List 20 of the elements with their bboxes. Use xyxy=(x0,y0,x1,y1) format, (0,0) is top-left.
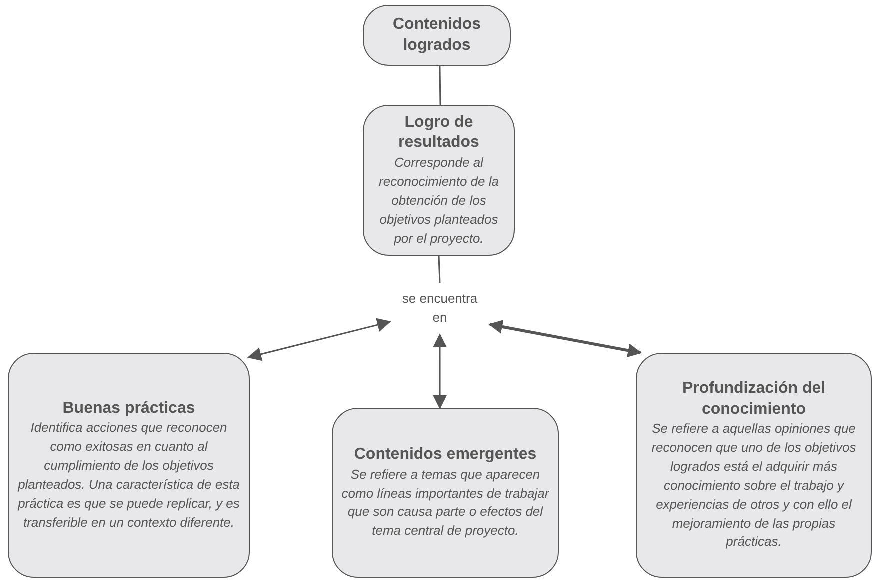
arrow xyxy=(247,318,392,362)
node-title: Profundización del conocimiento xyxy=(681,378,827,420)
rounded-box xyxy=(636,353,872,578)
connector-line xyxy=(439,66,442,106)
node-description: Se refiere a aquellas opiniones que reconocen que uno de los objetivos logrados está el adquirir más conocimiento sobre el trabajo y experiencias de otros y con ello el mejoramiento de las propias prácticas. xyxy=(650,420,858,552)
arrow xyxy=(433,334,448,410)
node-description: Se refiere a temas que aparecen como líneas importantes de trabajar que son causa parte o efectos del tema central de proyecto. xyxy=(341,466,550,540)
rounded-box xyxy=(332,408,559,578)
node-description: Identifica acciones que reconocen como exitosas en cuanto al cumplimiento de los objetivos planteados. Una característica de esta práctica es que se puede replicar, y es transferible en un contexto diferente. xyxy=(17,419,241,532)
linking-phrase: se encuentra en xyxy=(401,290,479,327)
arrow xyxy=(488,320,642,358)
node-title: Contenidos logrados xyxy=(392,14,482,56)
connector-line xyxy=(438,256,441,284)
node-description: Corresponde al reconocimiento de la obtención de los objetivos planteados por el proyecto. xyxy=(378,154,500,248)
rounded-box xyxy=(363,105,515,256)
node-title: Contenidos emergentes xyxy=(354,444,537,465)
node-title: Logro de resultados xyxy=(398,112,480,154)
node-title: Buenas prácticas xyxy=(62,398,196,419)
rounded-box xyxy=(8,353,250,578)
rounded-box xyxy=(363,5,511,66)
